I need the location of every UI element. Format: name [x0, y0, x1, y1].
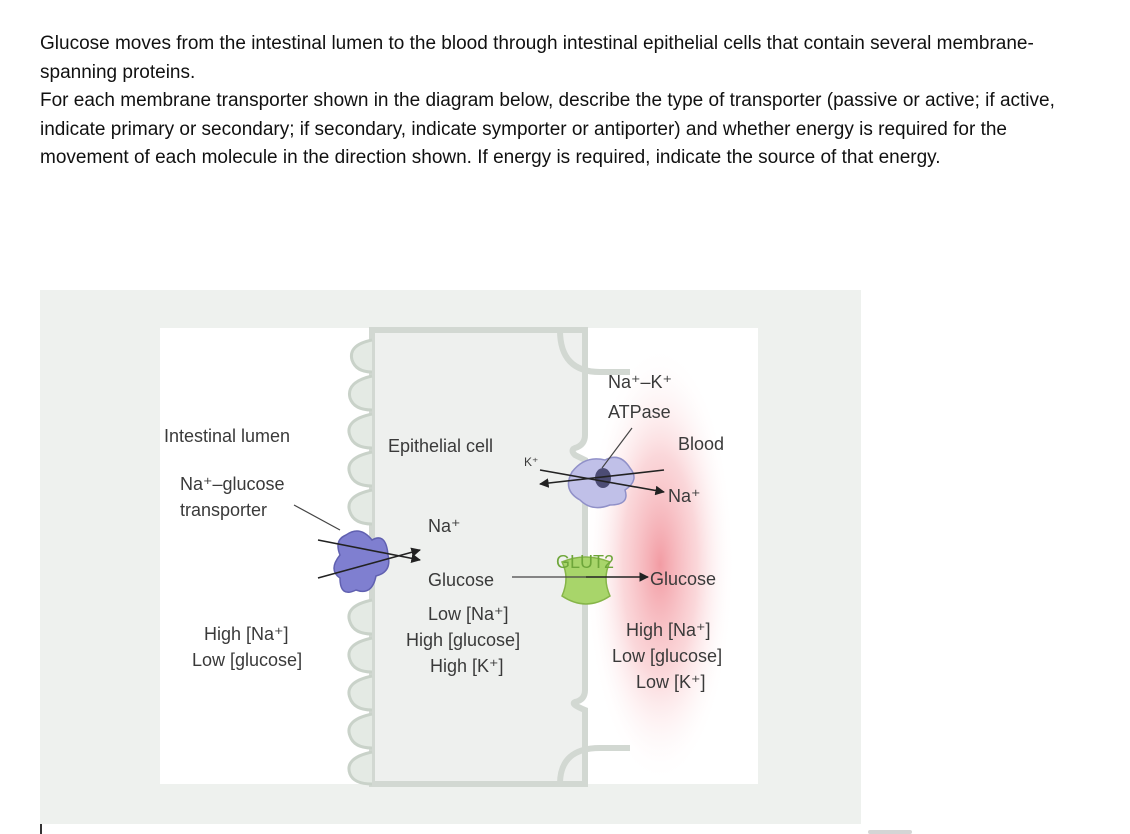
na-glucose-pointer — [293, 504, 341, 531]
label-blood-conc-glucose: Low [glucose] — [612, 646, 722, 666]
na-k-atpase — [567, 456, 635, 509]
label-na-glucose-1: Na⁺–glucose — [180, 474, 285, 494]
question-text: Glucose moves from the intestinal lumen … — [40, 30, 1080, 173]
question-paragraph-1: Glucose moves from the intestinal lumen … — [40, 33, 1034, 83]
label-na-k-1: Na⁺–K⁺ — [608, 372, 672, 392]
label-cell-conc-k: High [K⁺] — [430, 656, 504, 676]
label-blood-conc-k: Low [K⁺] — [636, 672, 706, 692]
label-blood-conc-na: High [Na⁺] — [626, 620, 711, 640]
label-lumen-conc-na: High [Na⁺] — [204, 624, 289, 644]
cell-junction-bottom — [557, 745, 630, 785]
text-cursor — [40, 824, 42, 834]
label-glut2: GLUT2 — [556, 552, 614, 572]
na-cotransport-arrow — [317, 539, 421, 564]
label-na-cell: Na⁺ — [428, 516, 461, 536]
label-cell-conc-glucose: High [glucose] — [406, 630, 520, 650]
label-k-ion: K⁺ — [524, 455, 538, 469]
na-efflux-arrow — [539, 469, 665, 496]
glut2-transporter — [560, 556, 612, 605]
microvilli-membrane — [347, 338, 373, 786]
label-na-k-2: ATPase — [608, 402, 671, 422]
label-cell-conc-na: Low [Na⁺] — [428, 604, 509, 624]
label-intestinal-lumen: Intestinal lumen — [164, 426, 290, 446]
scrollbar-hint[interactable] — [868, 830, 912, 834]
blood-side-tint — [585, 345, 735, 784]
glucose-cotransport-arrow — [317, 547, 421, 579]
cell-junction-top — [557, 329, 630, 375]
label-na-glucose-2: transporter — [180, 500, 267, 520]
label-glucose-blood: Glucose — [650, 569, 716, 589]
k-influx-arrow — [539, 469, 665, 488]
label-glucose-cell: Glucose — [428, 570, 494, 590]
label-lumen-conc-glucose: Low [glucose] — [192, 650, 302, 670]
question-paragraph-2: For each membrane transporter shown in t… — [40, 90, 1055, 168]
atpase-pointer — [601, 427, 633, 469]
label-epithelial-cell: Epithelial cell — [388, 436, 493, 456]
label-na-right: Na⁺ — [668, 486, 701, 506]
label-blood: Blood — [678, 434, 724, 454]
